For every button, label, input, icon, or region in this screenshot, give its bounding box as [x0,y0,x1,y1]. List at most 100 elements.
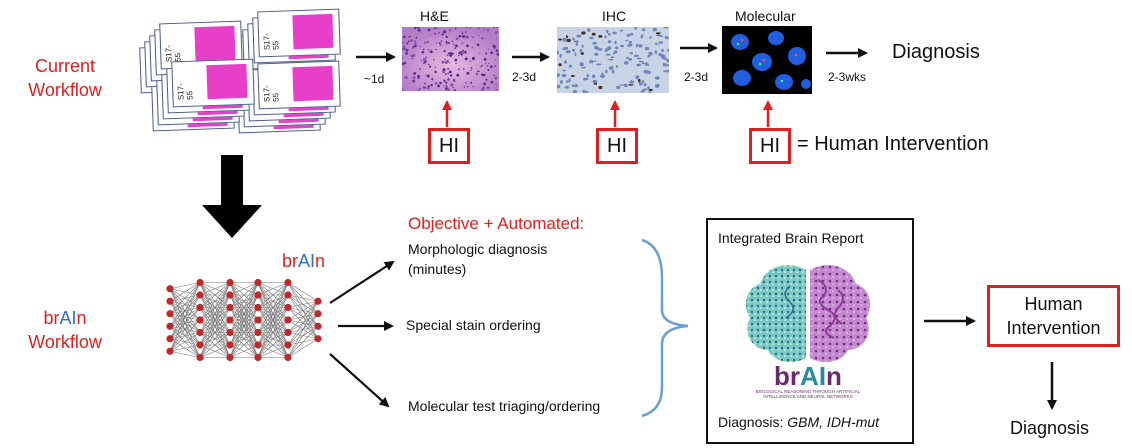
network-node [226,278,234,287]
network-node [226,353,234,362]
network-edge [199,282,231,358]
network-edge [257,307,289,358]
network-edge [287,282,319,302]
network-edge [257,282,289,308]
he-image [402,27,499,91]
network-edge [257,282,289,321]
slide-label: S17-55 [175,83,195,101]
network-edge [169,319,201,352]
network-edge [287,313,319,358]
network-node [196,291,204,299]
network-edge [287,300,319,321]
slide-tissue [194,25,236,62]
network-edge [169,282,201,327]
network-edge [199,282,231,296]
current-workflow-label-line1: Current [34,56,96,76]
network-label-part1: br [282,251,299,271]
network-node [196,353,204,362]
network-edge [199,294,231,358]
current-workflow-label-line2: Workflow [28,80,102,100]
network-node [314,335,322,343]
arrow-to-morphologic [329,260,395,304]
output-morphologic-line2: (minutes) [408,261,467,277]
ihc-title: IHC [602,8,627,24]
network-edge [199,282,231,321]
network-edge [169,282,201,352]
network-edge [229,344,259,358]
network-node [196,278,204,287]
slide-label: S17-55 [261,85,281,103]
network-edge [257,282,289,358]
report-diagnosis: Diagnosis: GBM, IDH-mut [718,414,879,430]
network-node [166,297,174,305]
network-edge [169,350,201,358]
network-node [226,341,234,349]
network-node [284,328,292,337]
network-node [196,303,204,312]
network-node [226,291,234,299]
blue-brace [641,238,689,418]
network-edge [169,307,201,352]
hi-box-molecular: HI [749,128,791,164]
network-node [166,322,174,330]
he-texture [402,27,499,91]
logo-text-part1: br [774,361,800,391]
network-edge [257,282,289,346]
network-node [196,328,204,337]
report-title: Integrated Brain Report [718,230,864,246]
network-edge [229,282,259,346]
network-edge [199,282,231,308]
network-node [284,291,292,299]
molecular-image [722,26,812,94]
big-down-arrow [202,155,262,238]
network-edge [229,282,259,296]
network-edge [229,282,259,321]
report-diagnosis-prefix: Diagnosis: [718,414,784,430]
logo-subtitle: BIOLOGICAL REASONING THROUGH ARTIFICIAL … [755,389,861,399]
final-time: 2-3wks [828,70,867,84]
brain-workflow-label-line2: Workflow [28,332,102,352]
network-edge [287,326,319,358]
network-edge [169,282,201,314]
molecular-title: Molecular [735,8,796,24]
network-edge [287,301,319,346]
brain-workflow-label: brAIn Workflow [10,306,120,354]
network-node [196,341,204,349]
network-edge [287,301,319,333]
ihc-time: 2-3d [512,70,537,84]
slide-label: S17-55 [163,45,183,63]
network-edge [229,282,259,358]
network-edge [199,307,231,358]
network-edge [199,282,231,346]
network-edge [257,344,289,358]
neural-network-icon [166,278,322,362]
network-node [254,316,262,324]
network-label-part3: n [315,251,326,271]
human-intervention-line1: Human [1024,294,1083,314]
network-edge [287,294,319,302]
hi-legend: = Human Intervention [797,133,989,155]
brain-workflow-label-line1: brAIn [10,306,120,330]
network-edge [199,344,231,358]
network-node [314,322,322,330]
network-node [314,310,322,318]
he-time: ~1d [364,72,385,86]
network-node [284,278,292,287]
human-intervention-box: Human Intervention [987,285,1120,347]
hi-box-molecular-text: HI [760,134,780,157]
human-intervention-line2: Intervention [1006,318,1101,338]
network-label-part2: AI [298,251,316,271]
network-edge [229,319,259,358]
network-edge [257,294,289,358]
network-node [226,303,234,312]
logo-text-part3: n [826,361,842,391]
molecular-texture [722,26,812,94]
network-node [314,297,322,305]
brain-logo-icon: brAIn BIOLOGICAL REASONING THROUGH ARTIF… [745,265,871,399]
output-morphologic: Morphologic diagnosis (minutes) [408,239,547,279]
network-node [254,278,262,287]
hi-box-ihc: HI [596,128,638,164]
brain-diagnosis: Diagnosis [1010,418,1090,438]
network-node [284,316,292,324]
